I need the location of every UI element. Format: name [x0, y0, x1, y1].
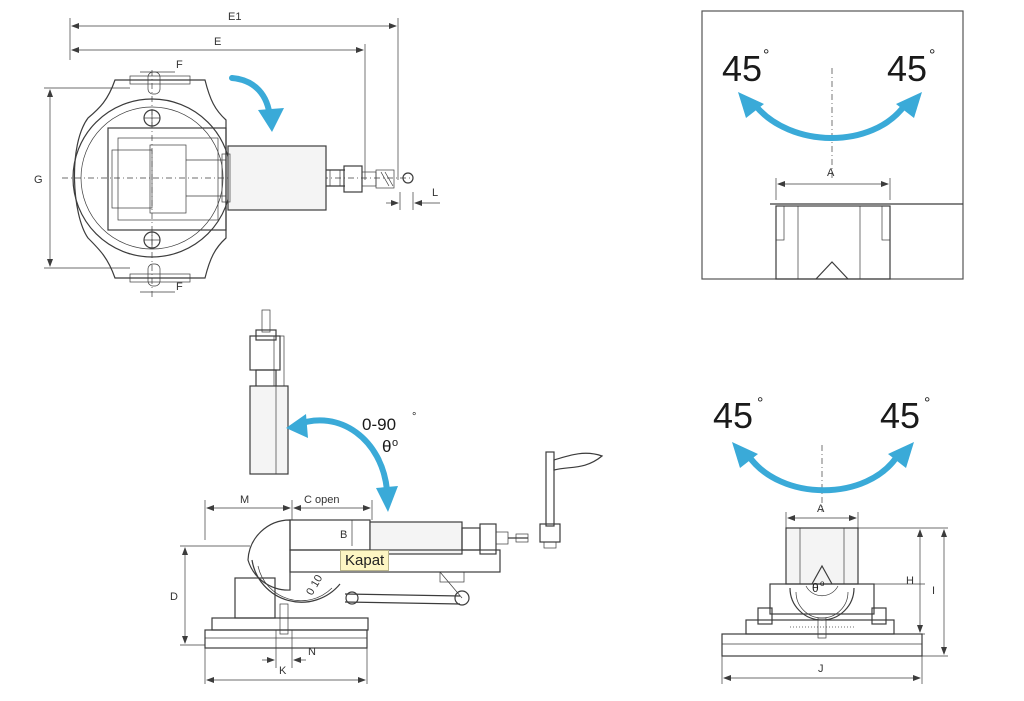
front-angle-right-label: 45	[880, 395, 920, 436]
dim-f-bottom-label: F	[176, 281, 183, 293]
dim-a-label: A	[827, 167, 835, 179]
front-angle-left-label: 45	[713, 395, 753, 436]
crank-handle-icon	[539, 451, 604, 549]
base-outline	[73, 79, 227, 279]
dim-e1-label: E1	[228, 11, 241, 23]
dim-n-label: N	[308, 646, 316, 658]
swivel-arrow-icon	[752, 102, 908, 141]
tilt-range-label: 0-90	[362, 415, 396, 434]
front-dim-a-label: A	[817, 503, 825, 515]
tooltip-kapat: Kapat	[340, 550, 390, 571]
angle-right-degree: °	[929, 47, 935, 64]
screw-housing	[227, 145, 327, 211]
front-angle-left-degree: °	[757, 395, 763, 412]
tilt-scale-text: 0 10	[304, 573, 325, 598]
tilt-arrow-icon	[293, 417, 390, 493]
dim-e-label: E	[214, 36, 221, 48]
top-view: E1 E G F F	[34, 11, 440, 298]
angle-left-label: 45	[722, 48, 762, 89]
front-swivel-arrow-icon	[745, 452, 901, 494]
front-theta-mark: o	[820, 579, 825, 588]
dim-l-label: L	[432, 187, 438, 199]
angle-right-label: 45	[887, 48, 927, 89]
tilted-housing	[249, 385, 289, 475]
front-theta-label: θ	[812, 581, 819, 595]
front-angle-right-degree: °	[924, 395, 930, 412]
swivel-detail-panel: 45 ° 45 ° A	[701, 10, 964, 280]
theta-label: θ	[382, 437, 391, 456]
angle-left-degree: °	[763, 47, 769, 64]
dim-f-top-label: F	[176, 59, 183, 71]
dim-j-label: J	[818, 663, 824, 675]
theta-mark: o	[392, 437, 398, 449]
dim-k-label: K	[279, 665, 287, 677]
dim-i-label: I	[932, 585, 935, 597]
dim-m-label: M	[240, 494, 249, 506]
dim-g-label: G	[34, 174, 43, 186]
front-view: 45 ° 45 ° A θ o H	[713, 395, 948, 684]
dim-d-label: D	[170, 591, 178, 603]
dim-b-label: B	[340, 529, 347, 541]
tilt-degree: °	[412, 411, 416, 423]
dim-c-open-label: C open	[304, 494, 339, 506]
side-view: 0-90 ° θ o M C open B D 0 10	[170, 309, 604, 684]
dim-h-label: H	[906, 575, 914, 587]
